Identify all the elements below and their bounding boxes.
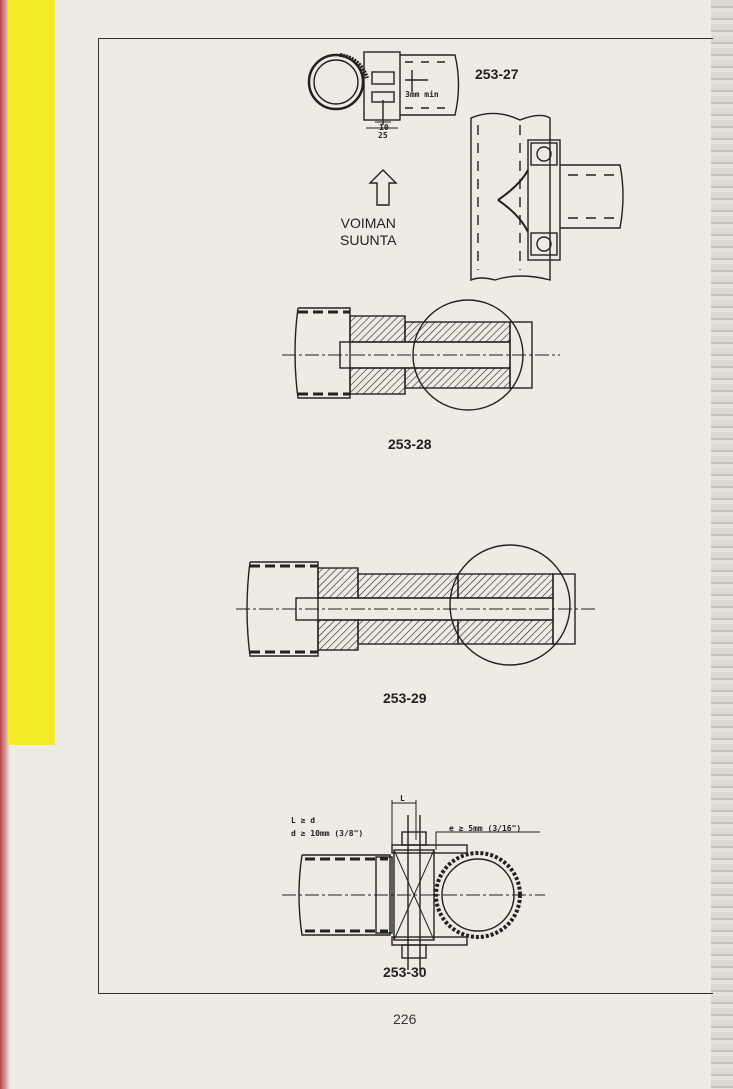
dimension-10: 10	[379, 123, 389, 132]
figure-253-27-clamp-view	[307, 51, 460, 129]
figure-label-253-30: 253-30	[383, 964, 427, 980]
yellow-tab-marker	[8, 0, 55, 745]
force-direction-label: VOIMAN SUUNTA	[340, 215, 397, 249]
direction-word-1: VOIMAN	[340, 215, 396, 231]
page-number: 226	[393, 1011, 417, 1027]
figure-label-253-29: 253-29	[383, 690, 427, 706]
direction-arrow	[368, 169, 398, 206]
figure-label-253-28: 253-28	[388, 436, 432, 452]
min-distance-note: 3mm min	[405, 90, 439, 99]
figure-253-30-section	[282, 800, 545, 970]
figure-253-27-side-view	[470, 112, 624, 282]
note-e-min: e ≥ 5mm (3/16")	[449, 824, 522, 833]
dimension-25: 25	[378, 131, 388, 140]
dimension-l: L	[400, 794, 405, 803]
adjacent-page-edge	[711, 0, 733, 1089]
figure-253-28-section	[282, 299, 560, 411]
figure-label-253-27: 253-27	[475, 66, 519, 82]
direction-word-2: SUUNTA	[340, 232, 397, 248]
figure-frame	[98, 38, 713, 994]
page-edge	[0, 0, 10, 1089]
note-d-min: d ≥ 10mm (3/8")	[291, 829, 364, 838]
note-l-ge-d: L ≥ d	[291, 816, 316, 825]
figure-253-29-section	[236, 544, 596, 666]
